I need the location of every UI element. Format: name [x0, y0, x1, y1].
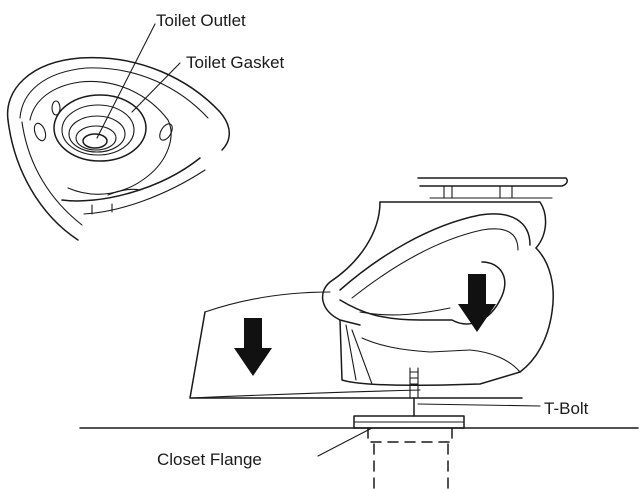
toilet-outlet-leader — [96, 23, 156, 139]
label-toilet-gasket: Toilet Gasket — [186, 53, 285, 72]
label-t-bolt: T-Bolt — [544, 399, 589, 418]
t-bolt — [413, 397, 541, 417]
toilet-underside-inset — [6, 56, 230, 241]
label-closet-flange: Closet Flange — [157, 450, 262, 469]
toilet-outlet-hole — [82, 133, 108, 149]
down-arrow-left — [234, 318, 272, 376]
closet-flange — [317, 415, 465, 489]
toilet-side-view — [189, 177, 568, 399]
label-toilet-outlet: Toilet Outlet — [156, 11, 246, 30]
down-arrow-right — [458, 274, 496, 332]
toilet-gasket-outer-ring — [53, 94, 147, 162]
toilet-gasket-leader — [131, 62, 181, 113]
